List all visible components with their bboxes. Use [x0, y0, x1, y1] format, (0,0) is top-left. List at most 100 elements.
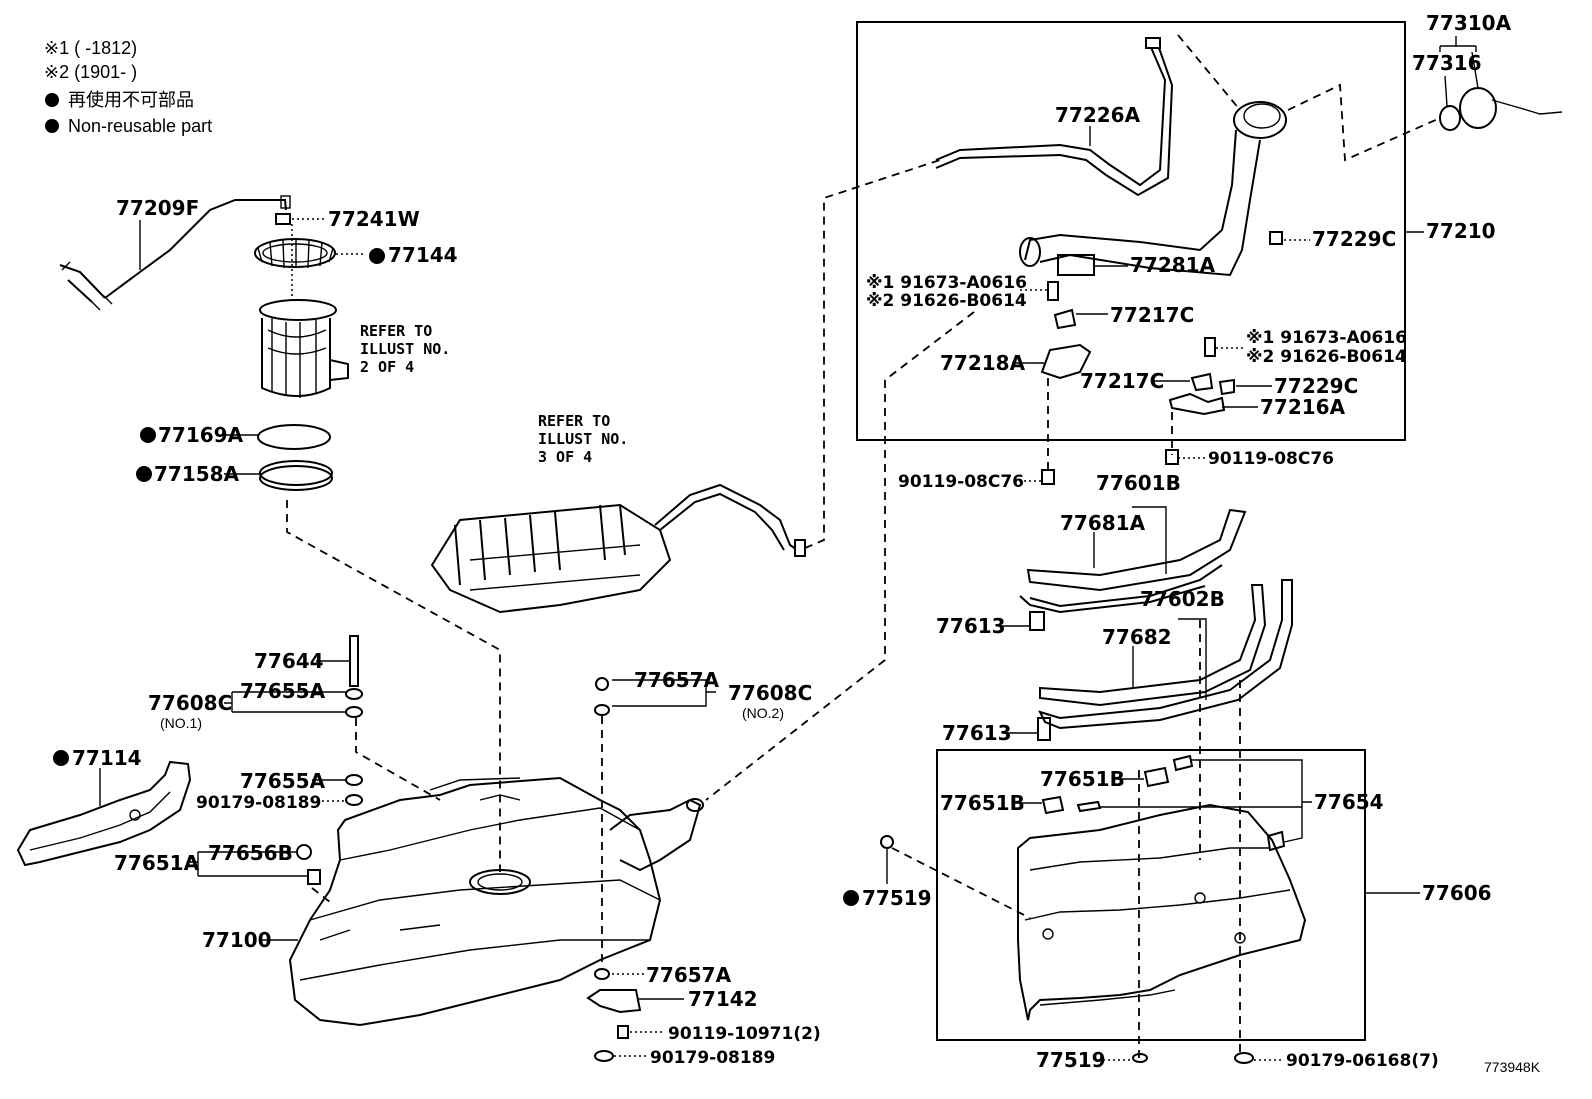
part-label: 77608C — [148, 691, 232, 715]
part-label: 77100 — [202, 928, 272, 952]
part-label: 77651A — [114, 851, 200, 875]
part-label: 77310A — [1426, 11, 1512, 35]
retainer-ring-drawing — [259, 460, 333, 491]
part-label: 90179-06168(7) — [1286, 1051, 1439, 1071]
part-label: 77281A — [1130, 253, 1216, 277]
plug-drawing — [880, 835, 894, 849]
cushion-drawing — [594, 968, 610, 980]
legend-note-2: ※2 (1901- ) — [44, 62, 137, 82]
part-label: 77655A — [240, 769, 326, 793]
fuel-cap-drawing — [1439, 87, 1563, 131]
part-label: 90119-08C76 — [898, 472, 1024, 492]
part-label: ※2 91626-B0614 — [1246, 347, 1407, 367]
bolt-drawing — [1165, 449, 1179, 465]
cushion-drawing — [345, 774, 363, 786]
clamp-drawing — [1190, 372, 1235, 396]
cushion-drawing — [345, 706, 363, 718]
part-label: 77613 — [936, 614, 1006, 638]
legend-nonreusable-jp: 再使用不可部品 — [68, 90, 194, 110]
fuel-tank-protector-drawing — [1017, 803, 1307, 1021]
non-reusable-dot-icon — [843, 890, 859, 906]
bolt-drawing — [1037, 717, 1051, 741]
part-label: ※1 91673-A0616 — [1246, 328, 1407, 348]
part-label: 77226A — [1055, 103, 1141, 127]
part-label: ※2 91626-B0614 — [866, 291, 1027, 311]
non-reusable-dot-icon — [53, 750, 69, 766]
leader-lines — [99, 36, 1479, 1061]
non-reusable-dot-icon — [45, 119, 59, 133]
clamp-drawing — [1053, 308, 1077, 330]
bolt-drawing — [1029, 611, 1045, 631]
refer-note-line: ILLUST NO. — [360, 340, 450, 358]
bolt-drawing — [1234, 1052, 1254, 1064]
guide-line — [355, 718, 441, 801]
charcoal-canister-drawing — [430, 483, 806, 614]
part-label: 77644 — [254, 649, 324, 673]
part-label: 77613 — [942, 721, 1012, 745]
heat-insulator-drawing — [16, 760, 192, 867]
guide-line — [311, 887, 331, 903]
cushion-drawing — [594, 704, 610, 716]
part-label: 77169A — [158, 423, 244, 447]
bracket-drawing — [586, 989, 642, 1014]
part-label: 77519 — [862, 886, 932, 910]
part-label: 77217C — [1110, 303, 1194, 327]
cushion-drawing — [1143, 766, 1170, 788]
refer-note-line: 3 OF 4 — [538, 448, 592, 466]
part-label: 77651B — [1040, 767, 1125, 791]
part-label: 77209F — [116, 196, 199, 220]
bolt-drawing — [594, 1050, 614, 1062]
breather-tube-drawing — [935, 37, 1174, 197]
part-label: 77217C — [1080, 369, 1164, 393]
part-label: 77601B — [1096, 471, 1181, 495]
part-label: 90179-08189 — [196, 793, 321, 813]
protector-group-box — [936, 749, 1366, 1041]
refer-note-line: 2 OF 4 — [360, 358, 414, 376]
guide-line — [286, 500, 501, 872]
part-label: 90119-10971(2) — [668, 1024, 821, 1044]
clip-drawing — [307, 869, 321, 885]
part-label: 77218A — [940, 351, 1026, 375]
part-label: 77241W — [328, 207, 420, 231]
legend-nonreusable-en: Non-reusable part — [68, 116, 212, 136]
bracket-drawing — [1168, 392, 1226, 416]
cushion-drawing — [1041, 795, 1065, 815]
filler-pipe-drawing — [1019, 101, 1287, 277]
part-label: ※1 91673-A0616 — [866, 273, 1027, 293]
refer-note-line: ILLUST NO. — [538, 430, 628, 448]
part-label: 77608C — [728, 681, 812, 705]
guide-line — [804, 159, 941, 549]
tank-band-upper-drawing — [1019, 508, 1247, 614]
plug-drawing — [345, 794, 363, 806]
guide-line — [891, 847, 1031, 919]
pin-drawing — [349, 635, 359, 687]
part-sub-label: (NO.2) — [742, 705, 784, 721]
part-label: 77602B — [1140, 587, 1225, 611]
fuel-tank-drawing — [288, 776, 704, 1027]
part-label: 77657A — [646, 963, 732, 987]
non-reusable-dot-icon — [369, 248, 385, 264]
refer-note-line: REFER TO — [360, 322, 432, 340]
plug-drawing — [1132, 1053, 1148, 1063]
part-label: 77682 — [1102, 625, 1172, 649]
part-sub-label: (NO.1) — [160, 715, 202, 731]
guide-line — [1177, 34, 1441, 162]
part-label: 77158A — [154, 462, 240, 486]
bolt-drawing — [1204, 337, 1216, 357]
part-label: 77681A — [1060, 511, 1146, 535]
bracket-drawing — [1040, 343, 1092, 380]
cushion-drawing — [1172, 754, 1286, 852]
cushion-drawing — [1076, 800, 1102, 813]
part-label: 77114 — [72, 746, 142, 770]
filler-pipe-group-box — [856, 21, 1406, 441]
non-reusable-dot-icon — [140, 427, 156, 443]
part-label: 77656B — [208, 841, 293, 865]
part-label: 77654 — [1314, 790, 1384, 814]
non-reusable-dot-icon — [45, 93, 59, 107]
refer-note-line: REFER TO — [538, 412, 610, 430]
bolt-drawing — [1041, 469, 1055, 485]
part-label: 77651B — [940, 791, 1025, 815]
protector-clip-drawing — [1057, 254, 1095, 276]
illustration-number: 773948K — [1484, 1059, 1541, 1075]
